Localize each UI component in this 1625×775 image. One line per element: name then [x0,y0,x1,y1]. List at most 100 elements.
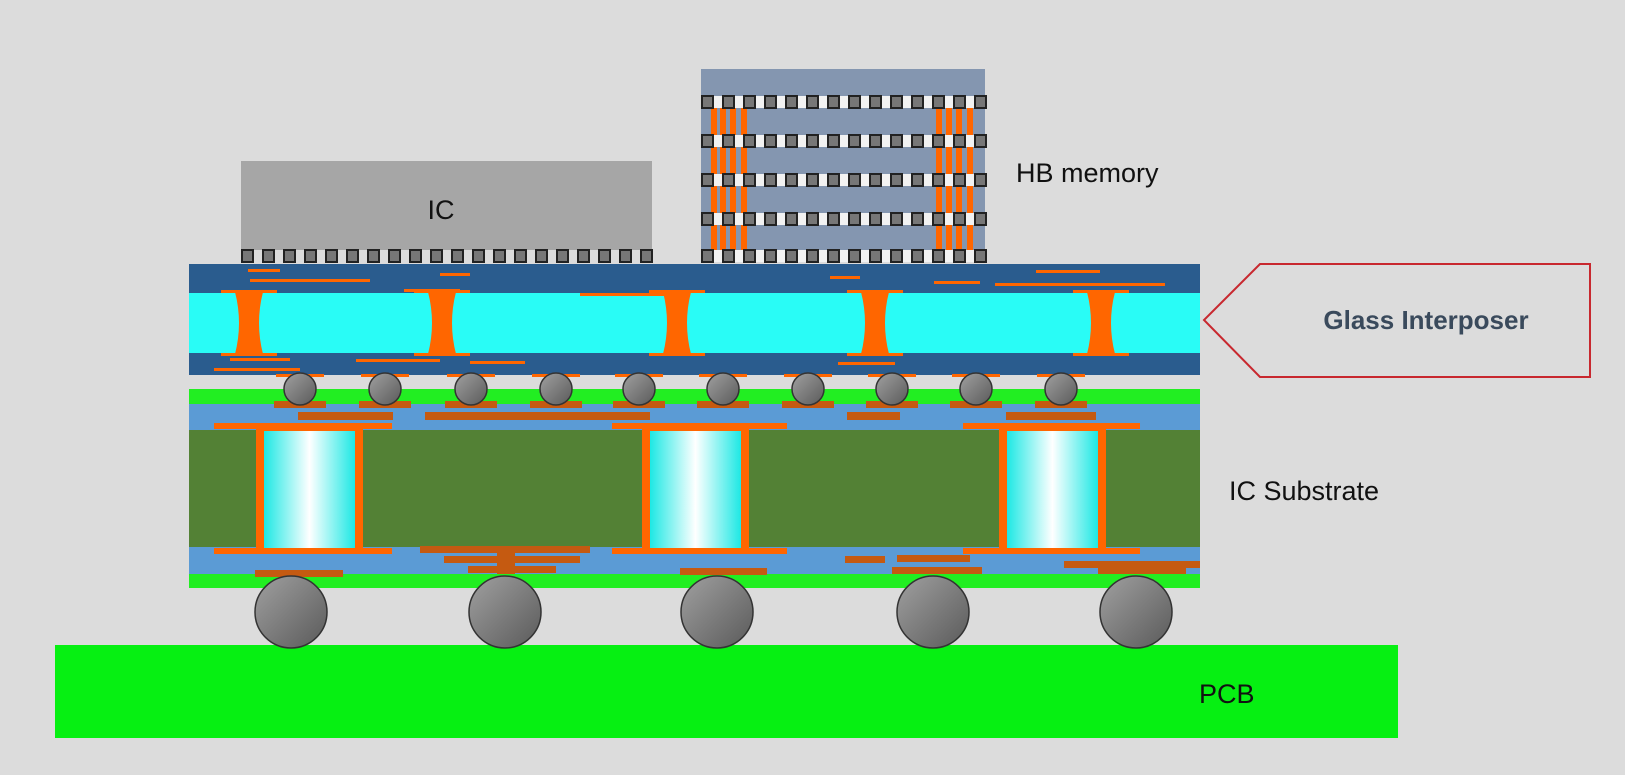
memory-micro-bump [722,212,735,226]
memory-micro-bump [869,95,882,109]
memory-micro-bump [764,134,777,148]
memory-micro-bump [743,173,756,187]
ic-micro-bump [262,249,275,263]
memory-micro-bump [743,212,756,226]
memory-micro-bump [974,95,987,109]
memory-micro-bump [848,212,861,226]
substrate-top-solder-mask [189,389,1200,404]
through-glass-via [663,292,691,354]
hb-memory-stack [701,69,987,263]
ic-micro-bump [346,249,359,263]
memory-micro-bump [932,134,945,148]
memory-micro-bump [953,173,966,187]
memory-micro-bump [890,212,903,226]
c4-bump [622,372,656,406]
c4-bump [1044,372,1078,406]
ic-micro-bump [556,249,569,263]
interposer-top-trace [1036,270,1100,273]
tgv-top-pad [414,290,470,293]
interposer-top-trace [248,269,280,272]
memory-micro-bump [953,249,966,263]
ic-micro-bump [283,249,296,263]
substrate-bottom-trace [680,568,767,575]
memory-micro-bump [911,134,924,148]
bga-ball [1099,575,1173,649]
memory-micro-bump [848,249,861,263]
ic-micro-bump [598,249,611,263]
interposer-bottom-trace [838,362,895,365]
memory-micro-bump [911,173,924,187]
ic-micro-bump [325,249,338,263]
memory-micro-bump [785,134,798,148]
ic-substrate-label: IC Substrate [1229,476,1379,506]
memory-micro-bump [911,212,924,226]
memory-micro-bump [848,134,861,148]
memory-micro-bump [974,249,987,263]
bga-ball [896,575,970,649]
memory-micro-bump [848,95,861,109]
memory-micro-bump [869,249,882,263]
bga-ball [468,575,542,649]
memory-micro-bump [806,173,819,187]
memory-micro-bump [953,134,966,148]
memory-micro-bump [722,134,735,148]
memory-micro-bump [701,173,714,187]
memory-micro-bump [785,95,798,109]
ic-micro-bump [367,249,380,263]
ic-micro-bump [493,249,506,263]
through-glass-via [1087,292,1115,354]
memory-micro-bump [806,212,819,226]
memory-micro-bump [743,95,756,109]
through-hole-fill [650,431,741,548]
ic-micro-bump [514,249,527,263]
through-glass-via [428,292,456,354]
memory-micro-bump [890,173,903,187]
interposer-top-trace [440,273,470,276]
c4-bump [706,372,740,406]
memory-micro-bump [890,134,903,148]
ic-substrate [189,389,1200,588]
memory-micro-bump [932,212,945,226]
tgv-top-pad [221,290,277,293]
substrate-copper-and-vias [214,412,1200,577]
hb-memory-label: HB memory [1016,158,1159,188]
interposer-bottom-trace [470,361,525,364]
memory-micro-bump [890,95,903,109]
c4-bump [791,372,825,406]
bga-solder-balls [254,575,1173,649]
memory-micro-bump [869,173,882,187]
memory-micro-bump [932,95,945,109]
interposer-bottom-trace [214,368,300,371]
memory-micro-bump [743,134,756,148]
substrate-top-trace [1006,412,1096,420]
tgv-bottom-pad [649,353,705,356]
glass-interposer-label: Glass Interposer [1323,305,1528,335]
memory-micro-bump [974,134,987,148]
tgv-bottom-pad [1073,353,1129,356]
tgv-bottom-pad [847,353,903,356]
c4-bump [539,372,573,406]
memory-micro-bump [827,134,840,148]
ic-label: IC [428,195,455,225]
memory-micro-bump [827,249,840,263]
ic-micro-bump [619,249,632,263]
memory-micro-bump [743,249,756,263]
memory-micro-bump [827,95,840,109]
through-glass-vias [214,269,1165,371]
substrate-bottom-trace [897,555,970,562]
memory-micro-bump [932,173,945,187]
memory-micro-bump [701,212,714,226]
memory-micro-bump [701,249,714,263]
tgv-top-pad [847,290,903,293]
memory-micro-bump [911,95,924,109]
callout-arrow-shape [1202,263,1591,378]
memory-micro-bump [890,249,903,263]
memory-micro-bump [701,134,714,148]
substrate-top-trace [847,412,900,420]
memory-micro-bump [701,95,714,109]
ic-micro-bump [241,249,254,263]
c4-bump [875,372,909,406]
c4-bump [959,372,993,406]
